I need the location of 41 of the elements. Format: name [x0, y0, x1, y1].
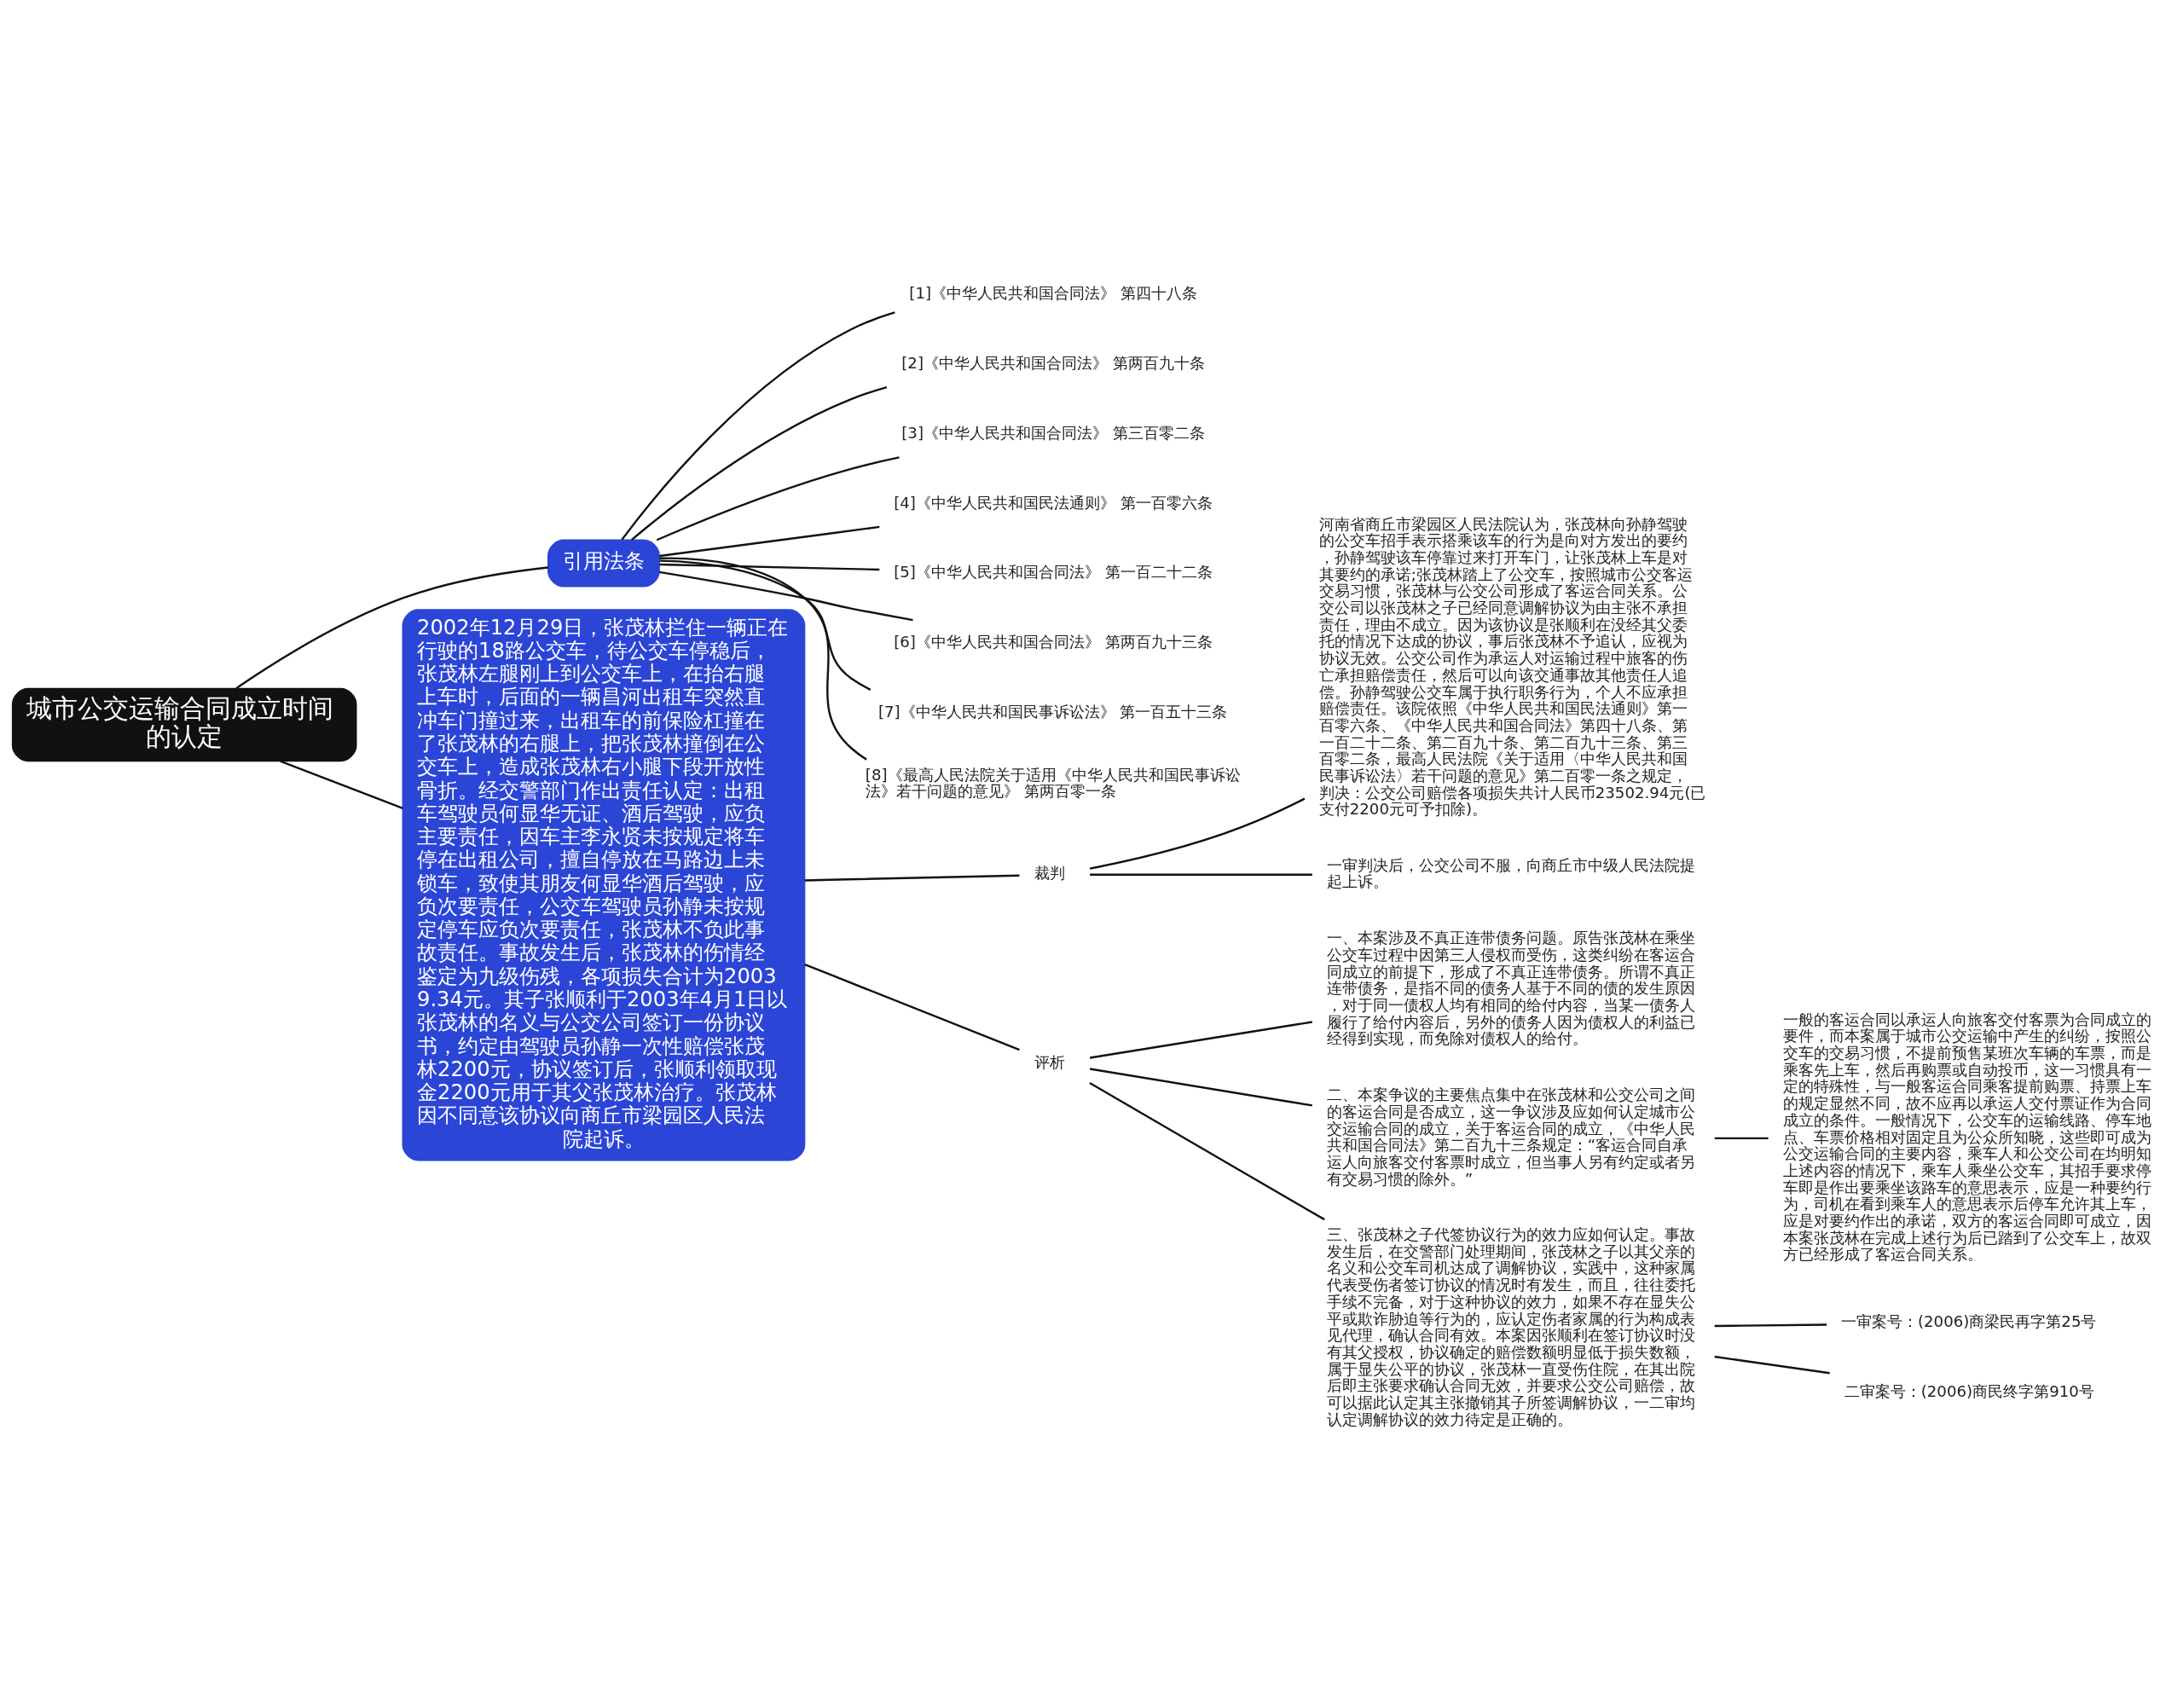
- node-text: 一、本案涉及不真正连带债务问题。原告张茂林在乘坐公交车过程中因第三人侵权而受伤，这类纠纷在客运合同成立的前提下，形成了不真正连带债务。所谓不真正连带债务，是指不同的债务人基于不同的债的发生原因，对于同一债权人均有相同的给付内容，当某一债务人履行了给付内容后，另外的债务人因为债权人的利益已经得到实现，而免除对债权人的给付。: [1326, 929, 1695, 1048]
- connector: [1089, 1021, 1312, 1059]
- node-text: 二、本案争议的主要焦点集中在张茂林和公交公司之间的客运合同是否成立，这一争议涉及应如何认定城市公交运输合同的成立，关于客运合同的成立，《中华人民共和国合同法》第二百九十三条规定：“客运合同自承运人向旅客交付客票时成立，但当事人另有约定或者另有交易习惯的除外。”: [1326, 1086, 1695, 1188]
- node-text: [2]《中华人民共和国合同法》 第两百九十条: [901, 353, 1205, 372]
- connector: [659, 557, 867, 761]
- connector: [621, 311, 895, 541]
- connector: [1089, 1068, 1312, 1107]
- connector: [280, 760, 403, 809]
- node-text: [8]《最高人民法院关于适用《中华人民共和国民事诉讼法》若干问题的意见》 第两百零一条: [865, 765, 1241, 801]
- connector: [804, 874, 1020, 882]
- node-text: 河南省商丘市梁园区人民法院认为，张茂林向孙静驾驶的公交车招手表示搭乘该车的行为是向对方发出的要约，孙静驾驶该车停靠过来打开车门，让张茂林上车是对其要约的承诺;张茂林踏上了公交车，按照城市公交客运交易习惯，张茂林与公交公司形成了客运合同关系。公交公司以张茂林之子已经同意调解协议为由主张不承担责任，理由不成立。因为该协议是张顺利在没经其父委托的情况下达成的协议，事后张茂林不予追认，应视为协议无效。公交公司作为承运人对运输过程中旅客的伤亡承担赔偿责任，然后可以向该交通事故其他责任人追偿。孙静驾驶公交车属于执行职务行为，个人不应承担赔偿责任。该院依照《中华人民共和国民法通则》第一百零六条、《中华人民共和国合同法》第四十八条、第一百二十二条、第二百九十条、第二百九十三条、第三百零二条，最高人民法院《关于适用〈中华人民共和国民事诉讼法〉若干问题的意见》第二百零一条之规定，判决：公交公司赔偿各项损失共计人民币23502.94元(已支付2200元可予扣除)。: [1318, 514, 1706, 819]
- node-text: 一审案号：(2006)商梁民再字第25号: [1840, 1312, 2097, 1331]
- node-box: 引用法条: [547, 539, 660, 588]
- node-text: 评析: [1034, 1052, 1065, 1071]
- node-box: 城市公交运输合同成立时间的认定: [11, 687, 357, 762]
- node-text: [4]《中华人民共和国民法通则》 第一百零六条: [894, 493, 1213, 512]
- connector: [659, 559, 871, 691]
- node-text: [1]《中华人民共和国合同法》 第四十八条: [909, 284, 1197, 303]
- connector: [659, 563, 880, 571]
- node-text: 一审判决后，公交公司不服，向商丘市中级人民法院提起上诉。: [1326, 855, 1695, 891]
- node-text: 一般的客运合同以承运人向旅客交付客票为合同成立的要件，而本案属于城市公交运输中产生的纠纷，按照公交车的交易习惯，不提前预售某班次车辆的车票，而是乘客先上车，然后再购票或自动投币，这一习惯具有一定的特殊性，与一般客运合同乘客提前购票、持票上车的规定显然不同，故不应再以承运人交付票证作为合同成立的条件。一般情况下，公交车的运输线路、停车地点、车票价格相对固定且为公众所知晓，这些即可成为公交运输合同的主要内容，乘车人和公交公司在均明知上述内容的情况下，乘车人乘坐公交车，其招手要求停车即是作出要乘坐该路车的意思表示，应是一种要约行为，司机在看到乘车人的意思表示后停车允许其上车，应是对要约作出的承诺，双方的客运合同即可成立，因本案张茂林在完成上述行为后已踏到了公交车上，故双方已经形成了客运合同关系。: [1782, 1010, 2151, 1264]
- connector: [1714, 1355, 1830, 1375]
- connector: [659, 525, 880, 558]
- node-text: [5]《中华人民共和国合同法》 第一百二十二条: [894, 563, 1213, 582]
- node-text: 二审案号：(2006)商民终字第910号: [1844, 1382, 2094, 1401]
- node-text: [3]《中华人民共和国合同法》 第三百零二条: [901, 423, 1205, 442]
- connector: [1090, 873, 1312, 876]
- connector: [1089, 1082, 1325, 1221]
- node-text: 三、张茂林之子代签协议行为的效力应如何认定。事故发生后，在交警部门处理期间，张茂林之子以其父亲的名义和公交车司机达成了调解协议，实践中，这种家属代表受伤者签订协议的情况时有发生，而且，往往委托手续不完备，对于这种协议的效力，如果不存在显失公平或欺诈胁迫等行为的，应认定伤者家属的行为构成表见代理，确认合同有效。本案因张顺利在签订协议时没有其父授权，协议确定的赔偿数额明显低于损失数额，属于显失公平的协议，张茂林一直受伤住院，在其出院后即主张要求确认合同无效，并要求公交公司赔偿，故可以据此认定其主张撤销其子所签调解协议，一二审均认定调解协议的效力待定是正确的。: [1326, 1225, 1695, 1428]
- node-text: 裁判: [1034, 864, 1065, 883]
- connector: [235, 566, 548, 690]
- node-text: [7]《中华人民共和国民事诉讼法》 第一百五十三条: [877, 703, 1228, 721]
- connector: [1089, 797, 1306, 870]
- connector: [656, 456, 900, 541]
- node-text: [6]《中华人民共和国合同法》 第两百九十三条: [894, 633, 1213, 651]
- connector: [804, 964, 1020, 1051]
- connector: [1714, 1323, 1827, 1328]
- connector: [630, 385, 888, 541]
- node-box: 2002年12月29日，张茂林拦住一辆正在行驶的18路公交车，待公交车停稳后，张茂林左腿刚上到公交车上，在抬右腿上车时，后面的一辆昌河出租车突然直冲车门撞过来，出租车的前保险杠撞在了张茂林的右腿上，把张茂林撞倒在公交车上，造成张茂林右小腿下段开放性骨折。经交警部门作出责任认定：出租车驾驶员何显华无证、酒后驾驶，应负主要责任，因车主李永贤未按规定将车停在出租公司，擅自停放在马路边上未锁车，致使其朋友何显华酒后驾驶，应负次要责任，公交车驾驶员孙静未按规定停车应负次要责任，张茂林不负此事故责任。事故发生后，张茂林的伤情经鉴定为九级伤残，各项损失合计为20039.34元。其子张顺利于2003年4月1日以张茂林的名义与公交公司签订一份协议书，约定由驾驶员孙静一次性赔偿张茂林2200元，协议签订后，张顺利领取现金2200元用于其父张茂林治疗。张茂林因不同意该协议向商丘市梁园区人民法院起诉。: [402, 609, 806, 1161]
- connector: [1714, 1137, 1769, 1140]
- connector: [659, 570, 913, 622]
